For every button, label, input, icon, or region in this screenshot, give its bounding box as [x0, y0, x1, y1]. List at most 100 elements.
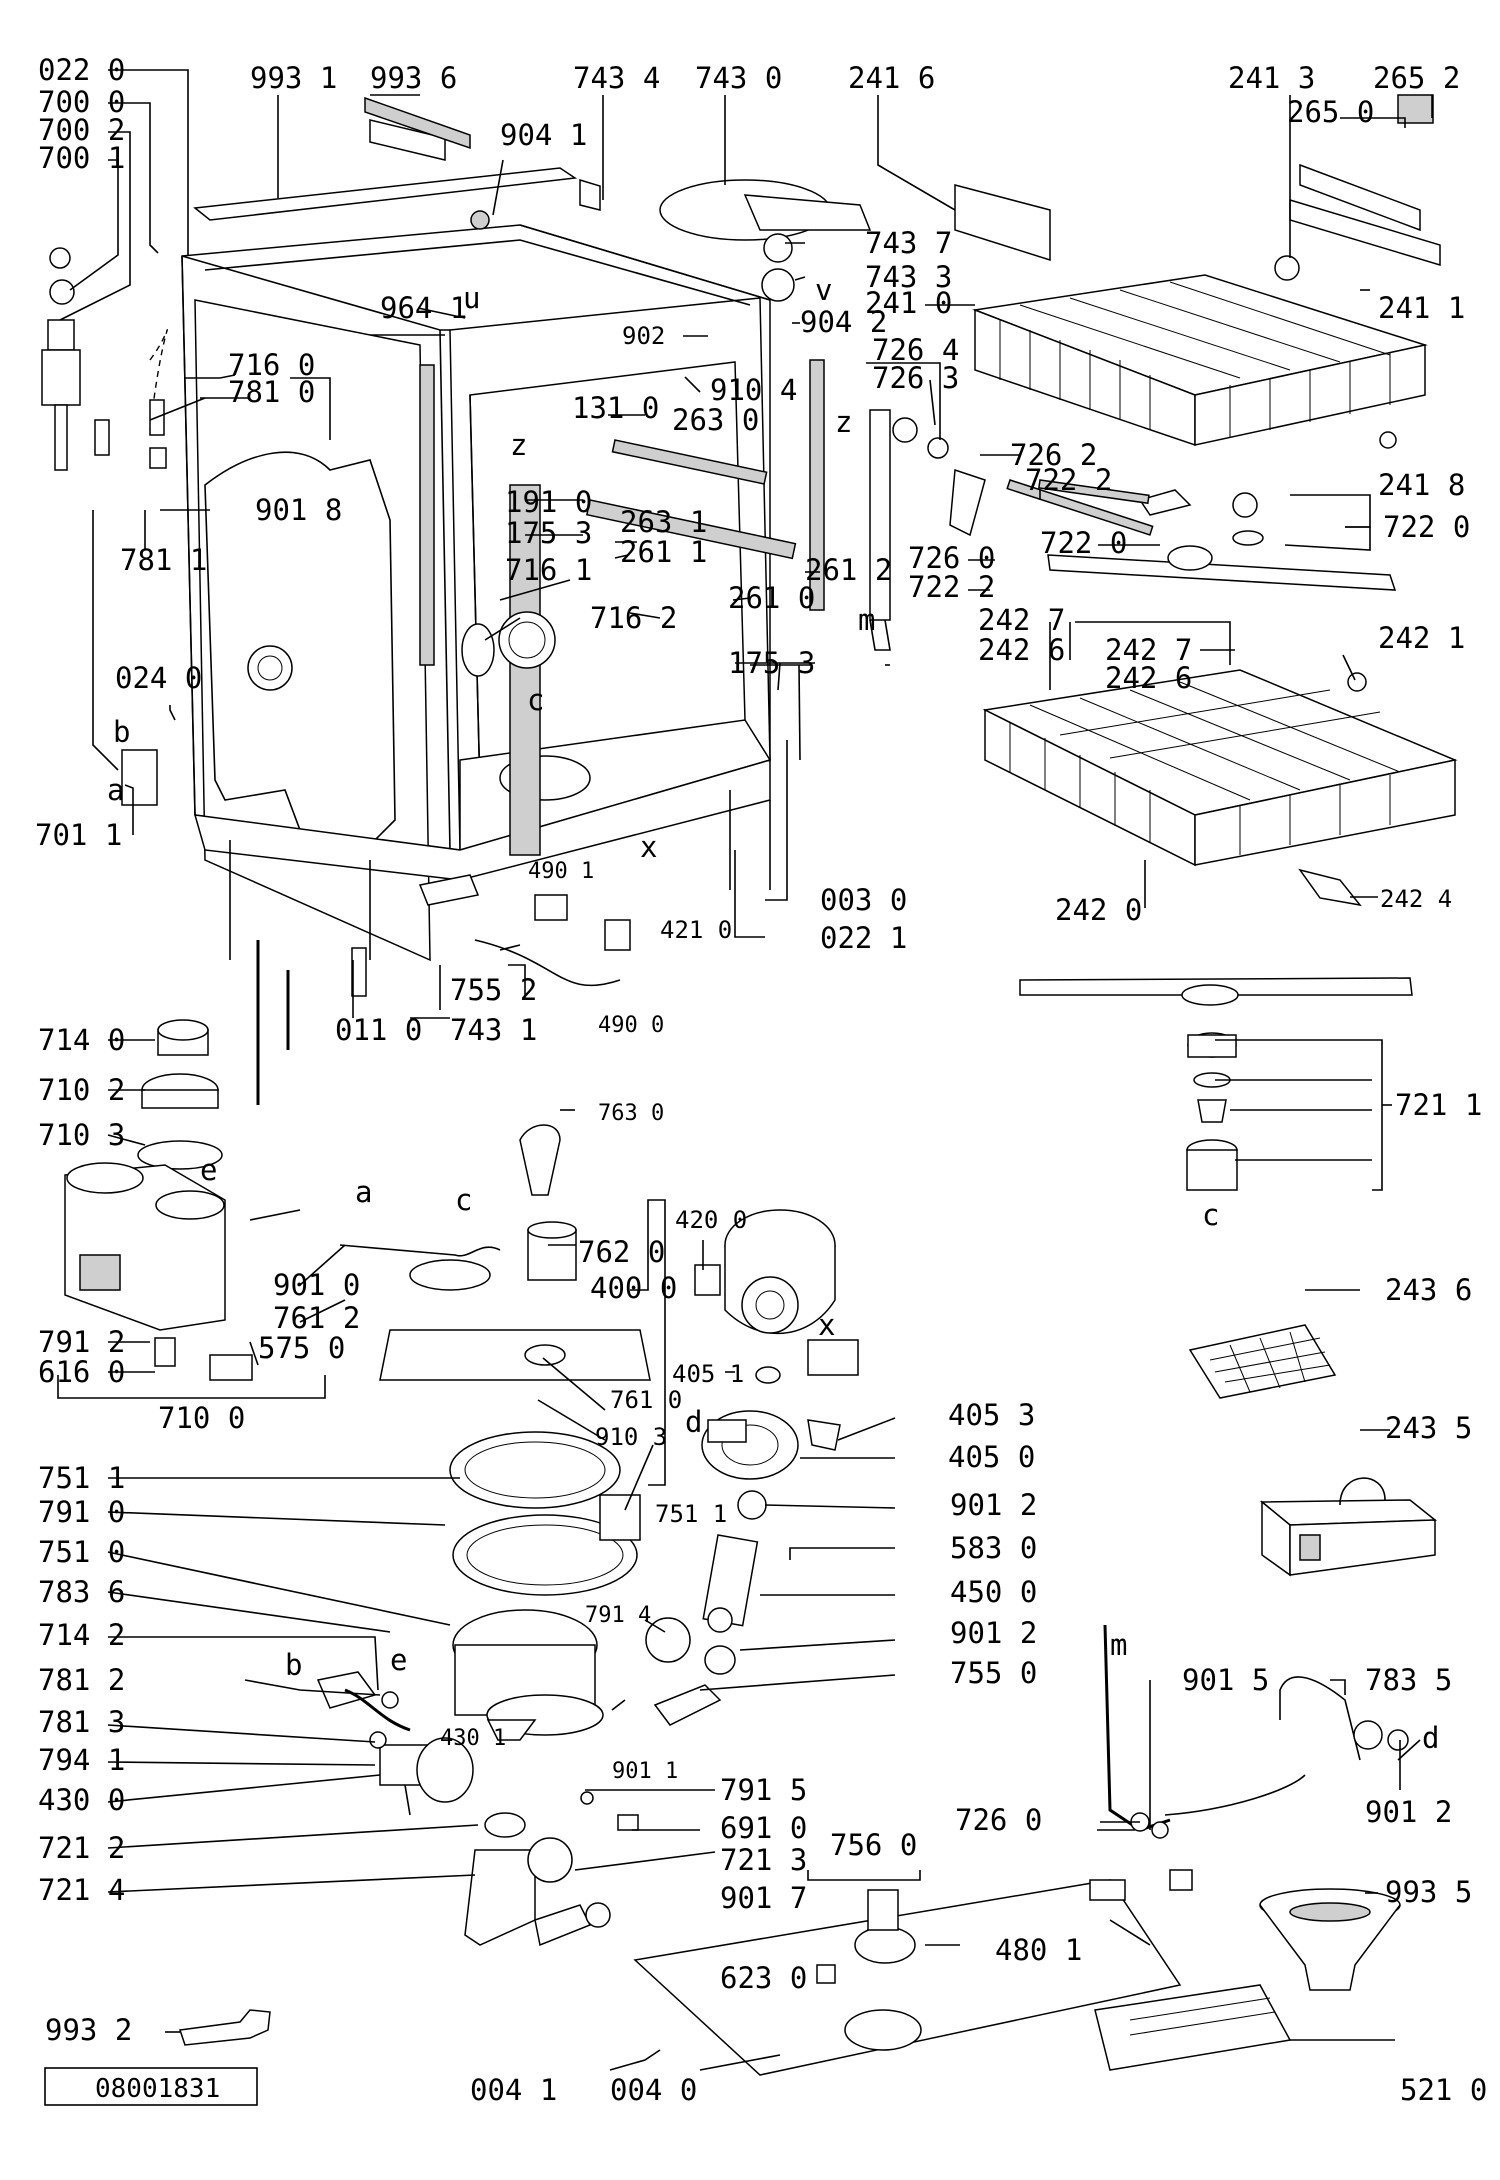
label-7813: 781 3: [38, 1705, 125, 1739]
label-7552: 755 2: [450, 973, 537, 1007]
label-7437: 743 7: [865, 226, 952, 260]
letter-v: v: [815, 273, 832, 307]
label-7620: 762 0: [578, 1235, 665, 1269]
label-0220: 022 0: [38, 53, 125, 87]
label-0040: 004 0: [610, 2073, 697, 2107]
letter-m-2: m: [1110, 1628, 1127, 1662]
funnel: [1259, 1888, 1401, 1991]
letter-d-1: d: [685, 1405, 702, 1439]
label-4801: 480 1: [995, 1933, 1082, 1967]
label-7222b: 722 2: [908, 570, 995, 604]
label-7213: 721 3: [720, 1843, 807, 1877]
label-9012c: 901 2: [1365, 1795, 1452, 1829]
label-7214: 721 4: [38, 1873, 125, 1907]
lower-spray-arm: [1019, 977, 1413, 1191]
part-labels: 022 0 700 0 700 2 700 1 993 1 993 6 743 …: [35, 53, 1487, 2107]
label-5750: 575 0: [258, 1331, 345, 1365]
label-4300: 430 0: [38, 1783, 125, 1817]
label-2436: 243 6: [1385, 1273, 1472, 1307]
label-9931: 993 1: [250, 61, 337, 95]
label-4301: 430 1: [440, 1726, 506, 1751]
label-4050: 405 0: [948, 1440, 1035, 1474]
label-2426a: 242 6: [978, 633, 1065, 667]
heater-filter: [339, 1124, 651, 1381]
label-2630: 263 0: [672, 403, 759, 437]
label-6160: 616 0: [38, 1355, 125, 1389]
left-hardware: [41, 247, 167, 471]
letter-d-2: d: [1422, 1721, 1439, 1755]
label-1910: 191 0: [505, 485, 592, 519]
label-7161: 716 1: [505, 553, 592, 587]
label-9012b: 901 2: [950, 1616, 1037, 1650]
label-7220b: 722 0: [1040, 526, 1127, 560]
label-9012a: 901 2: [950, 1488, 1037, 1522]
label-1310: 131 0: [572, 391, 659, 425]
label-7100: 710 0: [158, 1401, 245, 1435]
label-0240: 024 0: [115, 661, 202, 695]
letter-z-1: z: [510, 428, 527, 462]
label-2410: 241 0: [865, 286, 952, 320]
label-7810: 781 0: [228, 375, 315, 409]
label-9103: 910 3: [595, 1423, 667, 1451]
label-7222a: 722 2: [1025, 463, 1112, 497]
label-9042: 904 2: [800, 305, 887, 339]
label-2427b: 242 7: [1105, 633, 1192, 667]
label-7220a: 722 0: [1383, 510, 1470, 544]
label-7262: 726 2: [1010, 438, 1097, 472]
letter-z-2: z: [835, 405, 852, 439]
leader-lines: [57, 69, 1433, 2071]
letter-u: u: [463, 281, 480, 315]
label-7560: 756 0: [830, 1828, 917, 1862]
label-6230: 623 0: [720, 1961, 807, 1995]
tub-cabinet: [181, 210, 825, 962]
label-902: 902: [622, 322, 665, 350]
label-7011: 701 1: [35, 818, 122, 852]
label-4901a: 490 1: [528, 859, 594, 884]
label-7510: 751 0: [38, 1535, 125, 1569]
label-9641: 964 1: [380, 291, 467, 325]
water-softener: [64, 1019, 301, 1381]
letter-a-2: a: [355, 1175, 372, 1209]
label-2421: 242 1: [1378, 621, 1465, 655]
label-9041: 904 1: [500, 118, 587, 152]
letter-e-1: e: [200, 1153, 217, 1187]
label-9017: 901 7: [720, 1881, 807, 1915]
label-9011: 901 1: [612, 1759, 678, 1784]
label-2612: 261 2: [805, 553, 892, 587]
drain-hose-right: [1103, 1624, 1409, 1839]
label-4500: 450 0: [950, 1575, 1037, 1609]
label-1753a: 175 3: [505, 516, 592, 550]
label-2435: 243 5: [1385, 1411, 1472, 1445]
label-7002: 700 2: [38, 113, 125, 147]
label-7162: 716 2: [590, 601, 677, 635]
label-7835: 783 5: [1365, 1663, 1452, 1697]
parts-drawing: [41, 94, 1458, 2076]
label-2424: 242 4: [1380, 885, 1452, 913]
label-7431: 743 1: [450, 1013, 537, 1047]
letter-m-1: m: [858, 603, 875, 637]
label-9104: 910 4: [710, 373, 797, 407]
upper-spray-arm: [1038, 479, 1397, 591]
label-7910: 791 0: [38, 1495, 125, 1529]
label-4000: 400 0: [590, 1271, 677, 1305]
letter-b-2: b: [285, 1648, 302, 1682]
label-7001: 700 1: [38, 141, 125, 175]
label-2426b: 242 6: [1105, 661, 1192, 695]
letter-c-2: c: [455, 1183, 472, 1217]
label-7211: 721 1: [1395, 1088, 1482, 1122]
label-0041: 004 1: [470, 2073, 557, 2107]
letter-c-3: c: [1202, 1198, 1219, 1232]
connection-letters: a b c x z z u v m a e c c x d b e m d: [107, 273, 1439, 1755]
label-7102: 710 2: [38, 1073, 125, 1107]
label-0221: 022 1: [820, 921, 907, 955]
wrench: [179, 2009, 271, 2046]
drawing-code: 08001831: [95, 2074, 220, 2104]
label-2650: 265 0: [1287, 95, 1374, 129]
label-7610: 761 0: [610, 1386, 682, 1414]
upper-basket: [954, 94, 1441, 449]
label-7812: 781 2: [38, 1663, 125, 1697]
label-9010: 901 0: [273, 1268, 360, 1302]
label-7511b: 751 1: [655, 1500, 727, 1528]
label-2416: 241 6: [848, 61, 935, 95]
